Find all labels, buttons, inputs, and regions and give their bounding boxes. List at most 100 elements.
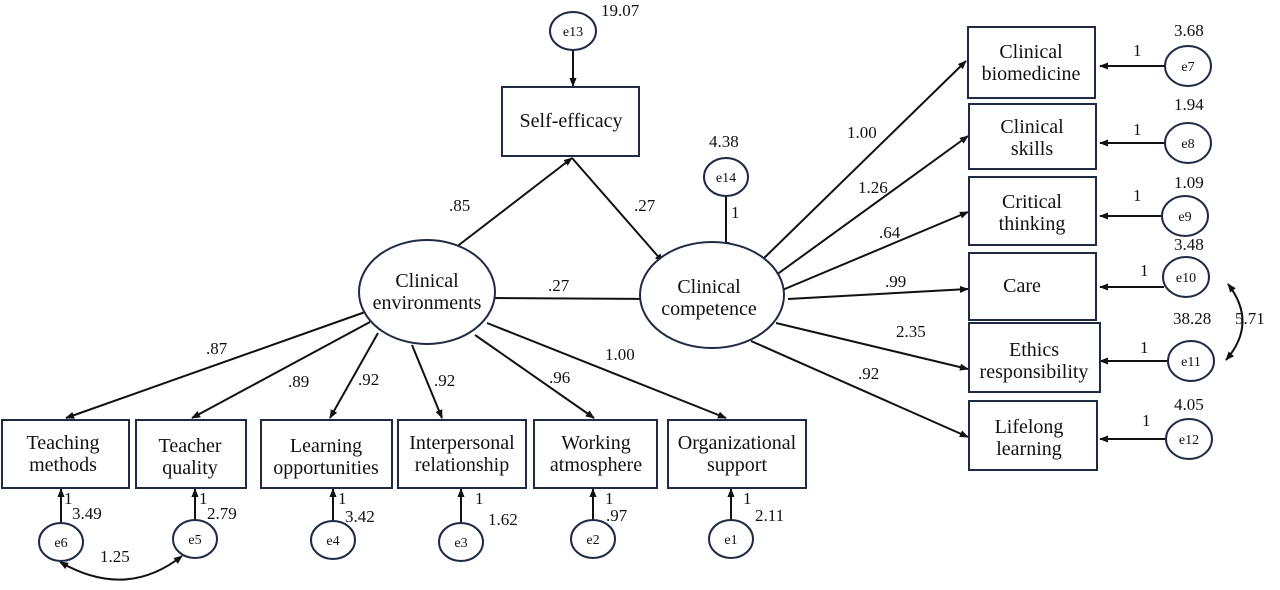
covariance-label-e6-e5: 1.25 <box>100 547 130 566</box>
variance-e9: 1.09 <box>1174 173 1204 192</box>
fixed-e4: 1 <box>338 489 347 508</box>
fixed-e5: 1 <box>199 489 208 508</box>
node-clinical-environments <box>358 239 496 345</box>
arrow-comp-to-ethics <box>775 322 969 371</box>
path-arrows <box>57 50 1244 581</box>
path-coefficients: .85 .27 .27 .87 .89 .92 .92 .96 1.00 1.0… <box>206 123 926 391</box>
node-lifelong-learning <box>968 400 1098 471</box>
arrow-comp-to-biomedicine <box>759 60 967 263</box>
error-label-e9: e9 <box>1178 210 1191 225</box>
error-label-e2: e2 <box>586 533 599 548</box>
error-label-e13: e13 <box>563 25 583 40</box>
node-clinical-competence <box>639 241 785 349</box>
fixed-e1: 1 <box>743 489 752 508</box>
node-clinical-biomedicine <box>967 26 1096 99</box>
node-ethics-responsibility <box>968 322 1101 393</box>
error-label-e4: e4 <box>326 534 339 549</box>
fixed-e9: 1 <box>1133 186 1142 205</box>
coef-env-to-self: .85 <box>449 196 470 215</box>
covariance-label-e10-e11: 5.71 <box>1235 309 1265 328</box>
error-label-e10: e10 <box>1176 271 1196 286</box>
error-label-e14: e14 <box>716 171 736 186</box>
variance-e10: 3.48 <box>1174 235 1204 254</box>
variance-e1: 2.11 <box>755 506 784 525</box>
error-label-e11: e11 <box>1181 355 1201 370</box>
node-self-efficacy <box>501 86 640 157</box>
arrow-env-to-comp <box>491 295 649 303</box>
error-e1 <box>708 519 754 559</box>
coef-env-to-teacher: .89 <box>288 372 309 391</box>
arrow-env-to-interpersonal <box>411 344 443 419</box>
variance-e3: 1.62 <box>488 510 518 529</box>
variance-e14: 4.38 <box>709 132 739 151</box>
coef-comp-to-biomedicine: 1.00 <box>847 123 877 142</box>
error-e6 <box>38 522 84 562</box>
variance-e6: 3.49 <box>72 504 102 523</box>
arrow-comp-to-care <box>787 285 969 300</box>
node-critical-thinking <box>968 176 1097 246</box>
error-label-e7: e7 <box>1181 60 1194 75</box>
coef-env-to-learning: .92 <box>358 370 379 389</box>
covariance-labels: 1.25 5.71 <box>100 309 1265 566</box>
coef-env-to-comp: .27 <box>548 276 570 295</box>
arrow-comp-to-critical <box>779 211 969 292</box>
error-label-e6: e6 <box>54 536 67 551</box>
coef-comp-to-care: .99 <box>885 272 906 291</box>
fixed-loadings: 1 1 1 1 1 1 1 1 1 1 1 1 1 <box>64 41 1151 508</box>
arrow-env-to-learning <box>329 332 379 419</box>
fixed-e14: 1 <box>731 203 740 222</box>
arrow-self-to-comp <box>571 157 664 263</box>
variance-e4: 3.42 <box>345 507 375 526</box>
error-label-e5: e5 <box>188 533 201 548</box>
arrow-env-to-working <box>474 334 595 419</box>
arrow-comp-to-lifelong <box>750 340 969 438</box>
error-e13 <box>549 11 597 51</box>
covariance-e6-e5 <box>59 555 183 581</box>
fixed-e3: 1 <box>475 489 484 508</box>
node-interpersonal-relationship <box>397 419 527 489</box>
coef-env-to-organizational: 1.00 <box>605 345 635 364</box>
variance-e11: 38.28 <box>1173 309 1211 328</box>
fixed-e12: 1 <box>1142 411 1151 430</box>
error-e4 <box>310 520 356 560</box>
variance-e13: 19.07 <box>601 1 640 20</box>
error-e9 <box>1161 195 1209 237</box>
variance-e8: 1.94 <box>1174 95 1204 114</box>
error-e8 <box>1164 122 1212 164</box>
error-e2 <box>570 519 616 559</box>
error-e5 <box>172 519 218 559</box>
error-e7 <box>1164 45 1212 87</box>
fixed-e10: 1 <box>1140 261 1149 280</box>
label-self-efficacy: Self-efficacy <box>520 110 623 132</box>
error-e14 <box>703 157 749 197</box>
node-care <box>968 252 1097 321</box>
arrow-env-to-organizational <box>486 322 727 419</box>
arrow-env-to-teacher <box>191 321 371 419</box>
node-learning-opportunities <box>260 419 393 489</box>
coef-comp-to-critical: .64 <box>879 223 901 242</box>
fixed-e2: 1 <box>605 489 614 508</box>
arrow-env-to-teaching <box>65 310 369 419</box>
node-clinical-skills <box>968 103 1097 170</box>
coef-self-to-comp: .27 <box>634 196 656 215</box>
coef-env-to-teaching: .87 <box>206 339 228 358</box>
covariance-e10-e11 <box>1225 283 1244 361</box>
error-label-e12: e12 <box>1179 433 1199 448</box>
coef-comp-to-ethics: 2.35 <box>896 322 926 341</box>
error-label-e1: e1 <box>724 533 737 548</box>
arrow-comp-to-skills <box>771 135 969 279</box>
variance-e7: 3.68 <box>1174 21 1204 40</box>
